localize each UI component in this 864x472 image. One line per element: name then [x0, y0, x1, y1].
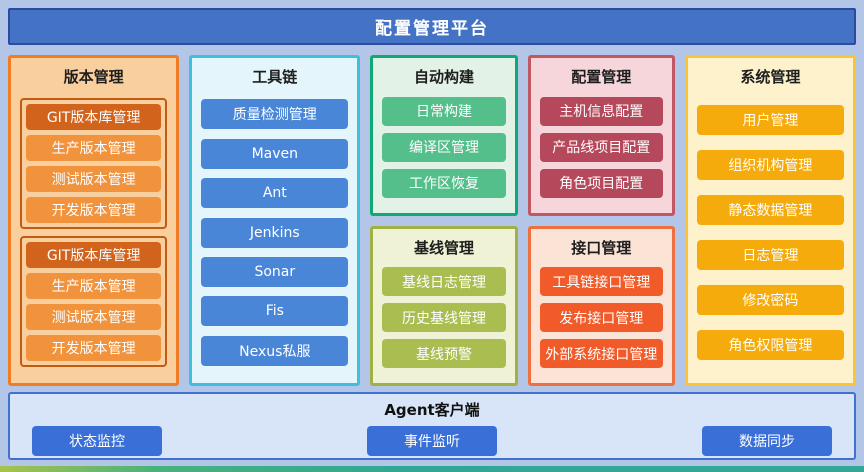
panel-baseline-management: 基线管理 基线日志管理 历史基线管理 基线预警	[370, 225, 518, 386]
page-title: 配置管理平台	[375, 19, 489, 39]
node-change-password: 修改密码	[696, 285, 845, 315]
panel-auto-build-title: 自动构建	[414, 68, 475, 86]
toolchain-items: 质量检测管理 Maven Ant Jenkins Sonar Fis Nexus…	[201, 90, 349, 375]
config-items: 主机信息配置 产品线项目配置 角色项目配置	[539, 90, 663, 205]
interface-items: 工具链接口管理 发布接口管理 外部系统接口管理	[539, 261, 663, 376]
node-quality-inspection-management: 质量检测管理	[201, 99, 349, 130]
node-production-version-management: 生产版本管理	[26, 273, 162, 300]
node-organization-management: 组织机构管理	[696, 150, 845, 180]
column-config-interface: 配置管理 主机信息配置 产品线项目配置 角色项目配置 接口管理 工具链接口管理 …	[527, 55, 675, 386]
panel-baseline-title: 基线管理	[414, 238, 475, 257]
panel-agent-client: Agent客户端 状态监控 事件监听 数据同步	[8, 392, 856, 460]
node-status-monitoring: 状态监控	[32, 426, 162, 456]
node-fis: Fis	[201, 296, 349, 327]
panel-system-management: 系统管理 用户管理 组织机构管理 静态数据管理 日志管理 修改密码 角色权限管理	[684, 55, 857, 386]
node-test-version-management: 测试版本管理	[26, 304, 162, 331]
panel-version-management: 版本管理 GIT版本库管理 生产版本管理 测试版本管理 开发版本管理 GIT版本…	[8, 55, 180, 386]
node-baseline-warning: 基线预警	[382, 339, 506, 369]
node-production-version-management: 生产版本管理	[26, 134, 162, 161]
panel-system-title: 系统管理	[740, 68, 801, 86]
version-items: GIT版本库管理 生产版本管理 测试版本管理 开发版本管理 GIT版本库管理 生…	[20, 90, 168, 375]
node-nexus-private-repo: Nexus私服	[201, 335, 349, 366]
node-test-version-management: 测试版本管理	[26, 165, 162, 192]
node-git-repository-management: GIT版本库管理	[26, 103, 162, 130]
panel-interface-title: 接口管理	[571, 238, 632, 257]
node-host-info-config: 主机信息配置	[539, 96, 663, 126]
node-dev-version-management: 开发版本管理	[26, 196, 162, 223]
node-git-repository-management: GIT版本库管理	[26, 242, 162, 269]
node-ant: Ant	[201, 178, 349, 209]
node-role-permission-management: 角色权限管理	[696, 330, 845, 360]
node-compile-area-management: 编译区管理	[382, 132, 506, 162]
panel-interface-management: 接口管理 工具链接口管理 发布接口管理 外部系统接口管理	[527, 225, 675, 386]
baseline-items: 基线日志管理 历史基线管理 基线预警	[382, 261, 506, 376]
panel-toolchain-title: 工具链	[252, 68, 298, 86]
node-daily-build: 日常构建	[382, 96, 506, 126]
node-role-project-config: 角色项目配置	[539, 168, 663, 198]
node-static-data-management: 静态数据管理	[696, 195, 845, 225]
node-external-system-interface-management: 外部系统接口管理	[539, 339, 663, 369]
node-maven: Maven	[201, 138, 349, 169]
node-product-line-project-config: 产品线项目配置	[539, 132, 663, 162]
version-group-2: GIT版本库管理 生产版本管理 测试版本管理 开发版本管理	[20, 236, 168, 368]
node-log-management: 日志管理	[696, 240, 845, 270]
node-baseline-log-management: 基线日志管理	[382, 267, 506, 297]
panel-toolchain: 工具链 质量检测管理 Maven Ant Jenkins Sonar Fis N…	[189, 55, 361, 386]
agent-client-title: Agent客户端	[384, 401, 480, 419]
version-group-1: GIT版本库管理 生产版本管理 测试版本管理 开发版本管理	[20, 97, 168, 229]
panel-config-management: 配置管理 主机信息配置 产品线项目配置 角色项目配置	[527, 55, 675, 216]
page-title-banner: 配置管理平台	[8, 8, 856, 45]
bottom-color-strip	[0, 466, 864, 472]
panel-version-title: 版本管理	[63, 68, 124, 86]
auto-build-items: 日常构建 编译区管理 工作区恢复	[382, 90, 506, 205]
system-items: 用户管理 组织机构管理 静态数据管理 日志管理 修改密码 角色权限管理	[696, 90, 845, 375]
node-sonar: Sonar	[201, 256, 349, 287]
node-toolchain-interface-management: 工具链接口管理	[539, 267, 663, 297]
panel-auto-build: 自动构建 日常构建 编译区管理 工作区恢复	[370, 55, 518, 216]
diagram-body: 版本管理 GIT版本库管理 生产版本管理 测试版本管理 开发版本管理 GIT版本…	[8, 55, 857, 386]
node-user-management: 用户管理	[696, 105, 845, 135]
node-data-sync: 数据同步	[702, 426, 832, 456]
node-release-interface-management: 发布接口管理	[539, 303, 663, 333]
node-workspace-restore: 工作区恢复	[382, 168, 506, 198]
node-history-baseline-management: 历史基线管理	[382, 303, 506, 333]
node-jenkins: Jenkins	[201, 217, 349, 248]
node-event-listening: 事件监听	[367, 426, 497, 456]
node-dev-version-management: 开发版本管理	[26, 335, 162, 362]
agent-items: 状态监控 事件监听 数据同步	[10, 420, 854, 456]
panel-config-title: 配置管理	[571, 68, 632, 86]
column-build-baseline: 自动构建 日常构建 编译区管理 工作区恢复 基线管理 基线日志管理 历史基线管理…	[370, 55, 518, 386]
